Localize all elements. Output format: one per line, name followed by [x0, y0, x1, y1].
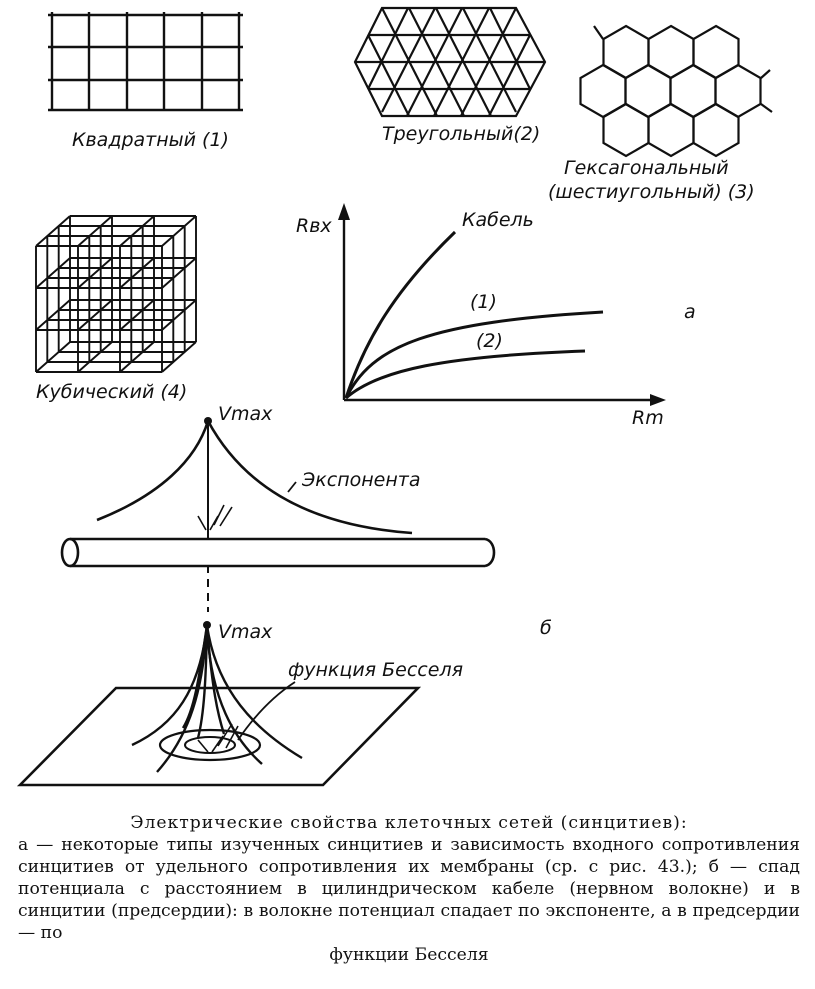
hexagon-edge-stubs	[593, 25, 773, 113]
curve-2-label: (2)	[476, 330, 503, 352]
square-label: Квадратный (1)	[72, 129, 229, 151]
curve-2	[345, 349, 586, 400]
vmax-label-cable: Vmax	[218, 403, 273, 425]
exponential-right	[206, 420, 413, 535]
caption-title: Электрические свойства клеточных сетей (…	[130, 813, 688, 833]
figure-caption: Электрические свойства клеточных сетей (…	[18, 812, 800, 966]
cubic-lattice	[35, 215, 197, 373]
y-axis-label: Rвх	[296, 215, 332, 237]
current-arrows-cable	[197, 504, 233, 531]
cable-left-end	[60, 537, 80, 568]
bessel-ring-outer	[158, 728, 262, 762]
cubic-label: Кубический (4)	[36, 381, 187, 403]
bessel-ring-inner	[184, 736, 236, 754]
cable-body	[70, 537, 485, 568]
hexagonal-label-line1: Гексагональный	[564, 157, 729, 179]
x-axis-label: Rm	[632, 407, 664, 429]
y-axis-label-text: Rвх	[296, 215, 332, 237]
y-axis-arrow	[338, 203, 350, 220]
part-b-label: б	[540, 617, 552, 639]
square-lattice	[48, 12, 243, 112]
cable-diagram: Vmax Экспонента б	[60, 403, 552, 639]
triangular-label: Треугольный(2)	[382, 123, 540, 145]
hexagon-cell	[714, 63, 762, 119]
bessel-pointer	[237, 681, 296, 741]
current-arrows-plane	[197, 723, 239, 753]
resistance-graph: Rвх Rm Кабель (1) (2) а	[296, 203, 696, 429]
curve-1	[344, 310, 604, 399]
syncytium-plane	[16, 686, 422, 787]
hexagonal-label-line2: (шестиугольный) (3)	[548, 181, 755, 203]
cable-curve-label: Кабель	[462, 209, 534, 231]
vmax-label-plane: Vmax	[218, 621, 273, 643]
exponential-label: Экспонента	[301, 469, 420, 491]
hexagonal-lattice	[579, 24, 773, 158]
exponential-left	[96, 420, 210, 522]
exponential-pointer	[287, 481, 297, 493]
x-axis-arrow	[650, 394, 666, 406]
plane-diagram: Vmax функция Бесселя	[16, 621, 463, 787]
caption-body: а — некоторые типы изученных синцитиев и…	[18, 835, 800, 943]
cable-right-end	[484, 537, 496, 568]
curve-1-label: (1)	[470, 291, 497, 313]
caption-last-line: функции Бесселя	[329, 945, 489, 965]
bessel-surface-curves	[131, 624, 303, 773]
hexagon-cell	[692, 102, 740, 158]
cable-curve	[344, 230, 457, 399]
cubic-grid-lines	[35, 215, 197, 373]
part-a-label: а	[684, 301, 696, 323]
bessel-label: функция Бесселя	[288, 659, 463, 681]
triangular-lattice	[353, 6, 547, 118]
